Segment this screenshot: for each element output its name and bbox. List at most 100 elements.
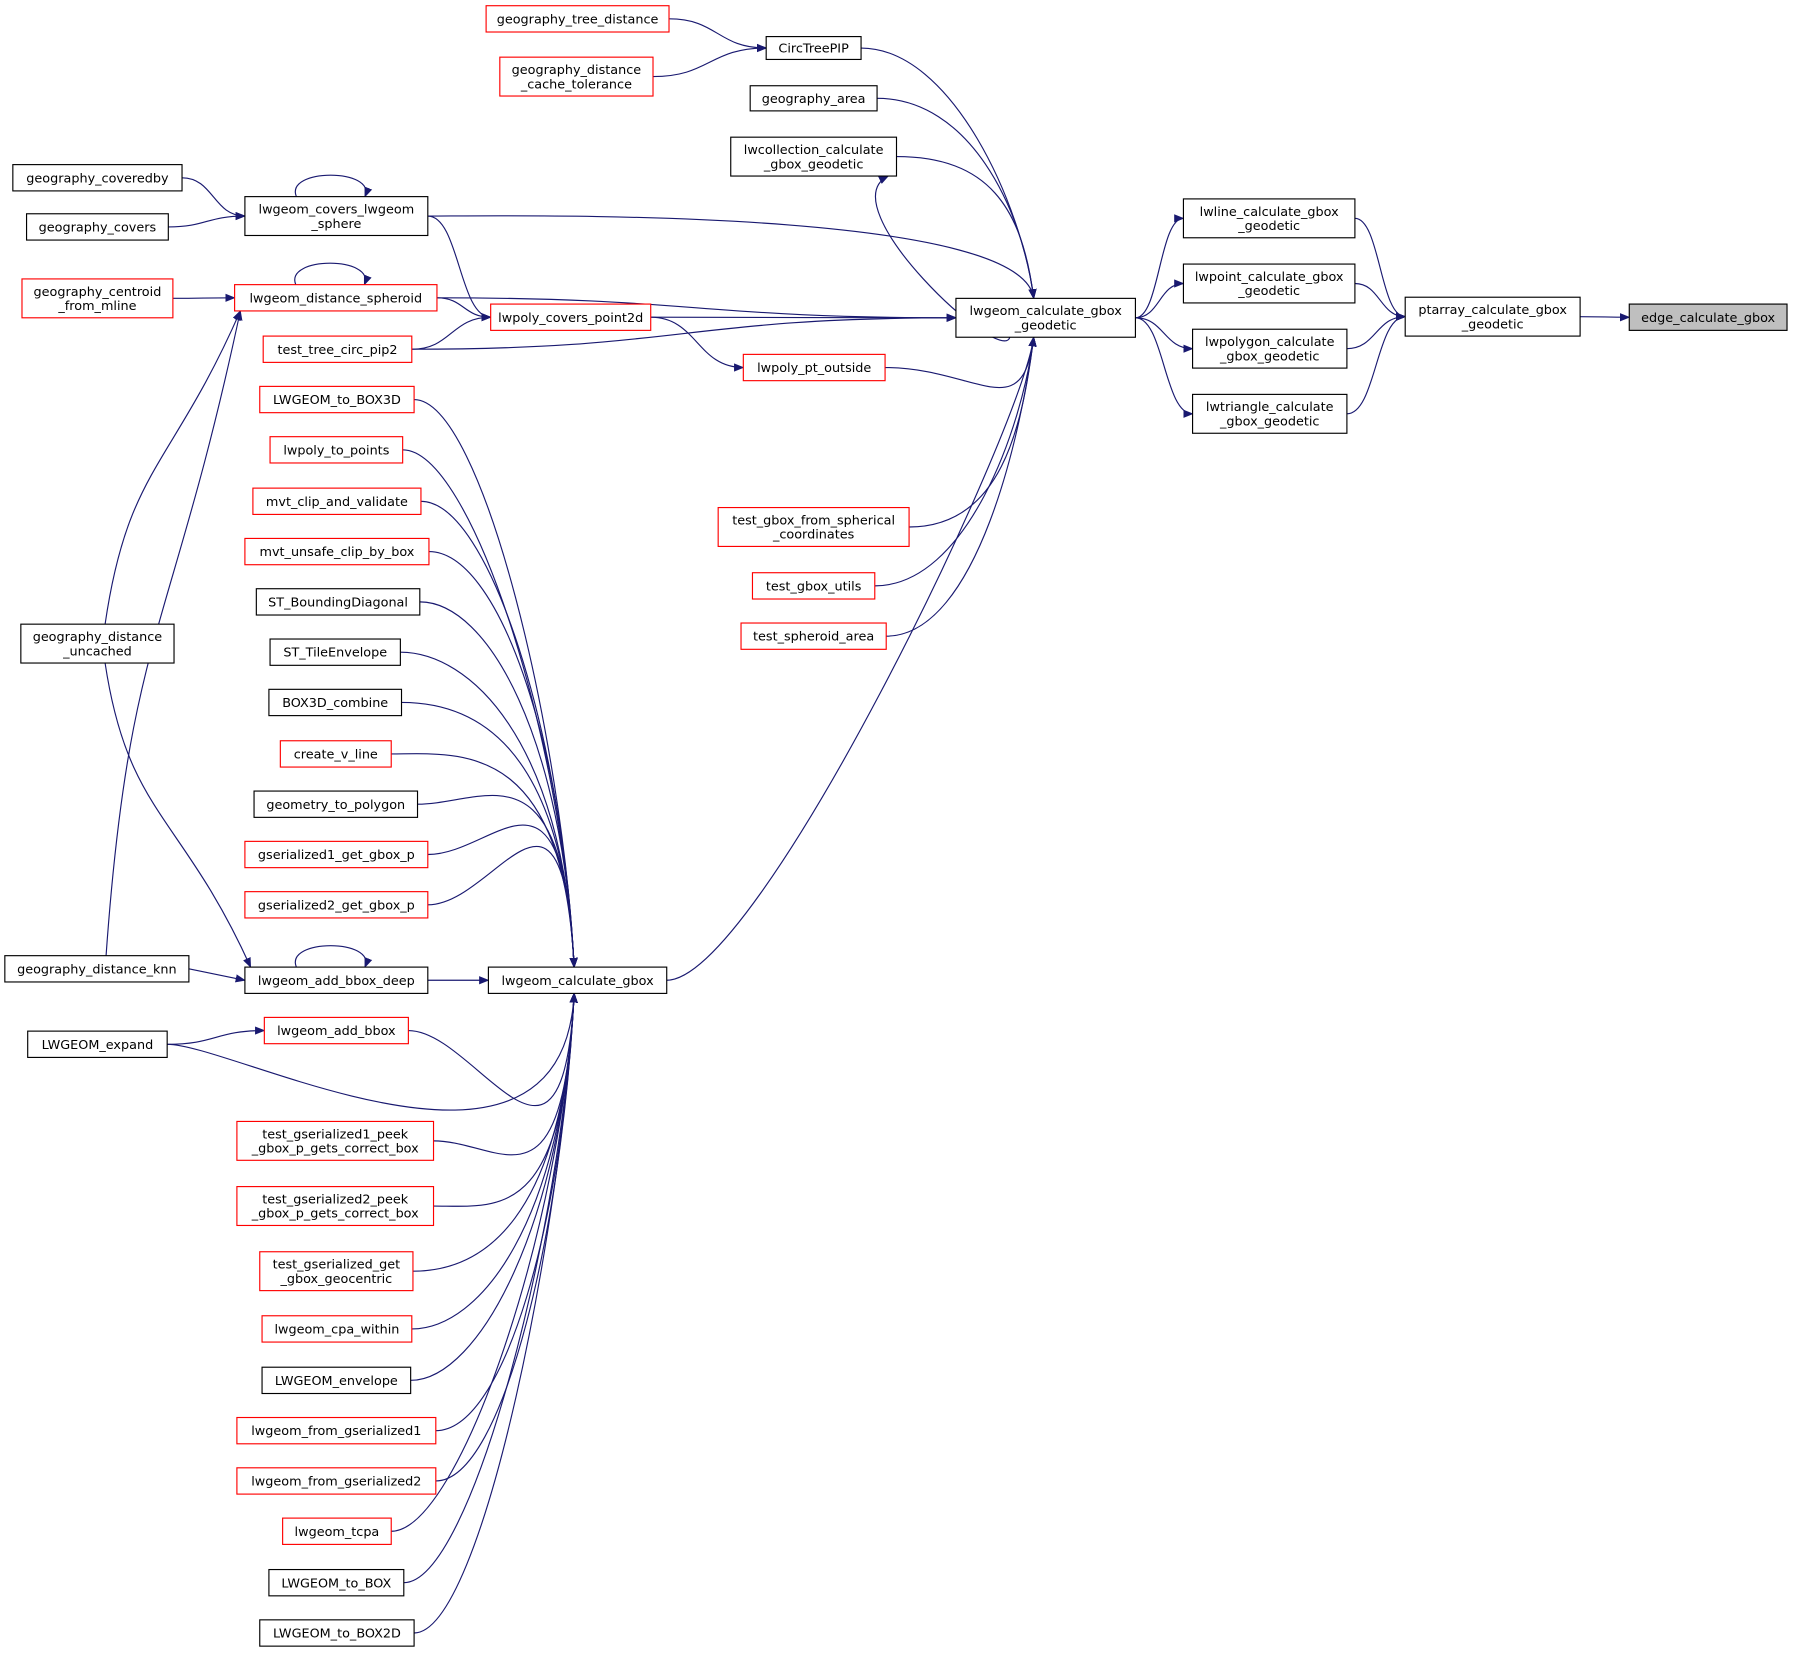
node-test_tree_circ_pip2[interactable]: test_tree_circ_pip2 bbox=[262, 335, 413, 363]
node-test_gbox_spherical[interactable]: test_gbox_from_spherical_coordinates bbox=[717, 506, 910, 547]
node-box[interactable] bbox=[21, 278, 174, 319]
node-geography_coveredby[interactable]: geography_coveredby bbox=[12, 164, 183, 192]
node-gs1_get_gbox[interactable]: gserialized1_get_gbox_p bbox=[244, 840, 429, 869]
node-dist_knn[interactable]: geography_distance_knn bbox=[4, 955, 190, 983]
node-mvt_unsafe[interactable]: mvt_unsafe_clip_by_box bbox=[244, 537, 430, 566]
node-geometry_to_polygon[interactable]: geometry_to_polygon bbox=[253, 790, 419, 818]
node-box[interactable] bbox=[751, 572, 876, 600]
node-box[interactable] bbox=[268, 1568, 405, 1597]
node-box[interactable] bbox=[955, 297, 1136, 338]
node-box[interactable] bbox=[1182, 198, 1356, 239]
node-create_v_line[interactable]: create_v_line bbox=[279, 740, 392, 768]
node-box[interactable] bbox=[717, 506, 910, 547]
node-box[interactable] bbox=[485, 5, 670, 33]
node-box[interactable] bbox=[244, 537, 430, 566]
node-box[interactable] bbox=[499, 56, 654, 97]
node-lwline[interactable]: lwline_calculate_gbox_geodetic bbox=[1182, 198, 1356, 239]
node-geography_covers[interactable]: geography_covers bbox=[25, 213, 169, 241]
node-cpa_within[interactable]: lwgeom_cpa_within bbox=[261, 1315, 413, 1343]
node-box[interactable] bbox=[740, 622, 887, 650]
node-geography_tree_distance[interactable]: geography_tree_distance bbox=[485, 5, 670, 33]
node-from_gs2[interactable]: lwgeom_from_gserialized2 bbox=[236, 1467, 437, 1495]
node-box[interactable] bbox=[259, 1251, 414, 1292]
node-box[interactable] bbox=[1192, 328, 1348, 369]
node-box[interactable] bbox=[261, 1366, 412, 1395]
node-box[interactable] bbox=[269, 436, 404, 464]
node-box[interactable] bbox=[279, 740, 392, 768]
node-lwpoint[interactable]: lwpoint_calculate_gbox_geodetic bbox=[1182, 263, 1356, 304]
node-box[interactable] bbox=[244, 196, 429, 237]
node-test_gs2_peek[interactable]: test_gserialized2_peek_gbox_p_gets_corre… bbox=[236, 1186, 435, 1227]
node-box[interactable] bbox=[236, 1120, 435, 1161]
node-box[interactable] bbox=[234, 284, 438, 312]
node-box[interactable] bbox=[252, 487, 422, 515]
node-box[interactable] bbox=[730, 136, 898, 177]
node-LWGEOM_envelope[interactable]: LWGEOM_envelope bbox=[261, 1366, 412, 1395]
node-box[interactable] bbox=[262, 335, 413, 363]
node-test_spheroid_area[interactable]: test_spheroid_area bbox=[740, 622, 887, 650]
node-gs2_get_gbox[interactable]: gserialized2_get_gbox_p bbox=[244, 891, 429, 919]
node-tcpa[interactable]: lwgeom_tcpa bbox=[282, 1517, 392, 1545]
node-ptarray[interactable]: ptarray_calculate_gbox_geodetic bbox=[1404, 296, 1581, 337]
node-box[interactable] bbox=[487, 966, 668, 994]
node-box[interactable] bbox=[282, 1517, 392, 1545]
node-box[interactable] bbox=[236, 1186, 435, 1227]
node-box[interactable] bbox=[244, 840, 429, 869]
node-box[interactable] bbox=[765, 36, 862, 61]
node-box[interactable] bbox=[269, 638, 401, 666]
node-box[interactable] bbox=[1182, 263, 1356, 304]
node-LWGEOM_expand[interactable]: LWGEOM_expand bbox=[27, 1030, 168, 1058]
node-box[interactable] bbox=[1192, 393, 1348, 434]
node-box[interactable] bbox=[1404, 296, 1581, 337]
node-lwcollection[interactable]: lwcollection_calculate_gbox_geodetic bbox=[730, 136, 898, 177]
node-box[interactable] bbox=[749, 85, 878, 112]
node-box[interactable] bbox=[259, 1619, 415, 1647]
node-box[interactable] bbox=[12, 164, 183, 192]
node-LWGEOM_to_BOX2D[interactable]: LWGEOM_to_BOX2D bbox=[259, 1619, 415, 1647]
node-covers_point2d[interactable]: lwpoly_covers_point2d bbox=[490, 303, 652, 331]
node-lwpoly_to_points[interactable]: lwpoly_to_points bbox=[269, 436, 404, 464]
node-box[interactable] bbox=[742, 353, 886, 382]
node-lwpolygon[interactable]: lwpolygon_calculate_gbox_geodetic bbox=[1192, 328, 1348, 369]
node-add_bbox_deep[interactable]: lwgeom_add_bbox_deep bbox=[244, 966, 429, 994]
node-box[interactable] bbox=[27, 1030, 168, 1058]
node-LWGEOM_to_BOX[interactable]: LWGEOM_to_BOX bbox=[268, 1568, 405, 1597]
node-test_gs1_peek[interactable]: test_gserialized1_peek_gbox_p_gets_corre… bbox=[236, 1120, 435, 1161]
node-box[interactable] bbox=[268, 688, 403, 717]
node-box[interactable] bbox=[236, 1467, 437, 1495]
node-box[interactable] bbox=[261, 1315, 413, 1343]
node-CircTreePIP[interactable]: CircTreePIP bbox=[765, 36, 862, 61]
node-dist_uncached[interactable]: geography_distance_uncached bbox=[20, 623, 175, 664]
node-geography_area[interactable]: geography_area bbox=[749, 85, 878, 112]
node-centroid_mline[interactable]: geography_centroid_from_mline bbox=[21, 278, 174, 319]
node-box[interactable] bbox=[4, 955, 190, 983]
node-LWGEOM_to_BOX3D[interactable]: LWGEOM_to_BOX3D bbox=[259, 385, 415, 414]
node-box[interactable] bbox=[236, 1416, 437, 1445]
node-lwtriangle[interactable]: lwtriangle_calculate_gbox_geodetic bbox=[1192, 393, 1348, 434]
node-edge_calculate_gbox[interactable]: edge_calculate_gbox bbox=[1628, 303, 1788, 331]
node-pt_outside[interactable]: lwpoly_pt_outside bbox=[742, 353, 886, 382]
node-covers_sphere[interactable]: lwgeom_covers_lwgeom_sphere bbox=[244, 196, 429, 237]
node-box[interactable] bbox=[244, 891, 429, 919]
node-add_bbox[interactable]: lwgeom_add_bbox bbox=[263, 1016, 409, 1045]
node-test_gbox_utils[interactable]: test_gbox_utils bbox=[751, 572, 876, 600]
node-ST_TileEnvelope[interactable]: ST_TileEnvelope bbox=[269, 638, 401, 666]
node-geodetic[interactable]: lwgeom_calculate_gbox_geodetic bbox=[955, 297, 1136, 338]
node-ST_BoundingDiagonal[interactable]: ST_BoundingDiagonal bbox=[255, 588, 421, 616]
node-box[interactable] bbox=[255, 588, 421, 616]
node-calc_gbox[interactable]: lwgeom_calculate_gbox bbox=[487, 966, 668, 994]
node-box[interactable] bbox=[20, 623, 175, 664]
node-box[interactable] bbox=[25, 213, 169, 241]
node-box[interactable] bbox=[490, 303, 652, 331]
node-mvt_clip[interactable]: mvt_clip_and_validate bbox=[252, 487, 422, 515]
node-from_gs1[interactable]: lwgeom_from_gserialized1 bbox=[236, 1416, 437, 1445]
node-box[interactable] bbox=[244, 966, 429, 994]
node-box[interactable] bbox=[259, 385, 415, 414]
node-distance_spheroid[interactable]: lwgeom_distance_spheroid bbox=[234, 284, 438, 312]
node-box[interactable] bbox=[1628, 303, 1788, 331]
node-box[interactable] bbox=[263, 1016, 409, 1045]
node-geography_distance_cache_tolerance[interactable]: geography_distance_cache_tolerance bbox=[499, 56, 654, 97]
node-BOX3D_combine[interactable]: BOX3D_combine bbox=[268, 688, 403, 717]
node-box[interactable] bbox=[253, 790, 419, 818]
node-test_gs_geocentric[interactable]: test_gserialized_get_gbox_geocentric bbox=[259, 1251, 414, 1292]
